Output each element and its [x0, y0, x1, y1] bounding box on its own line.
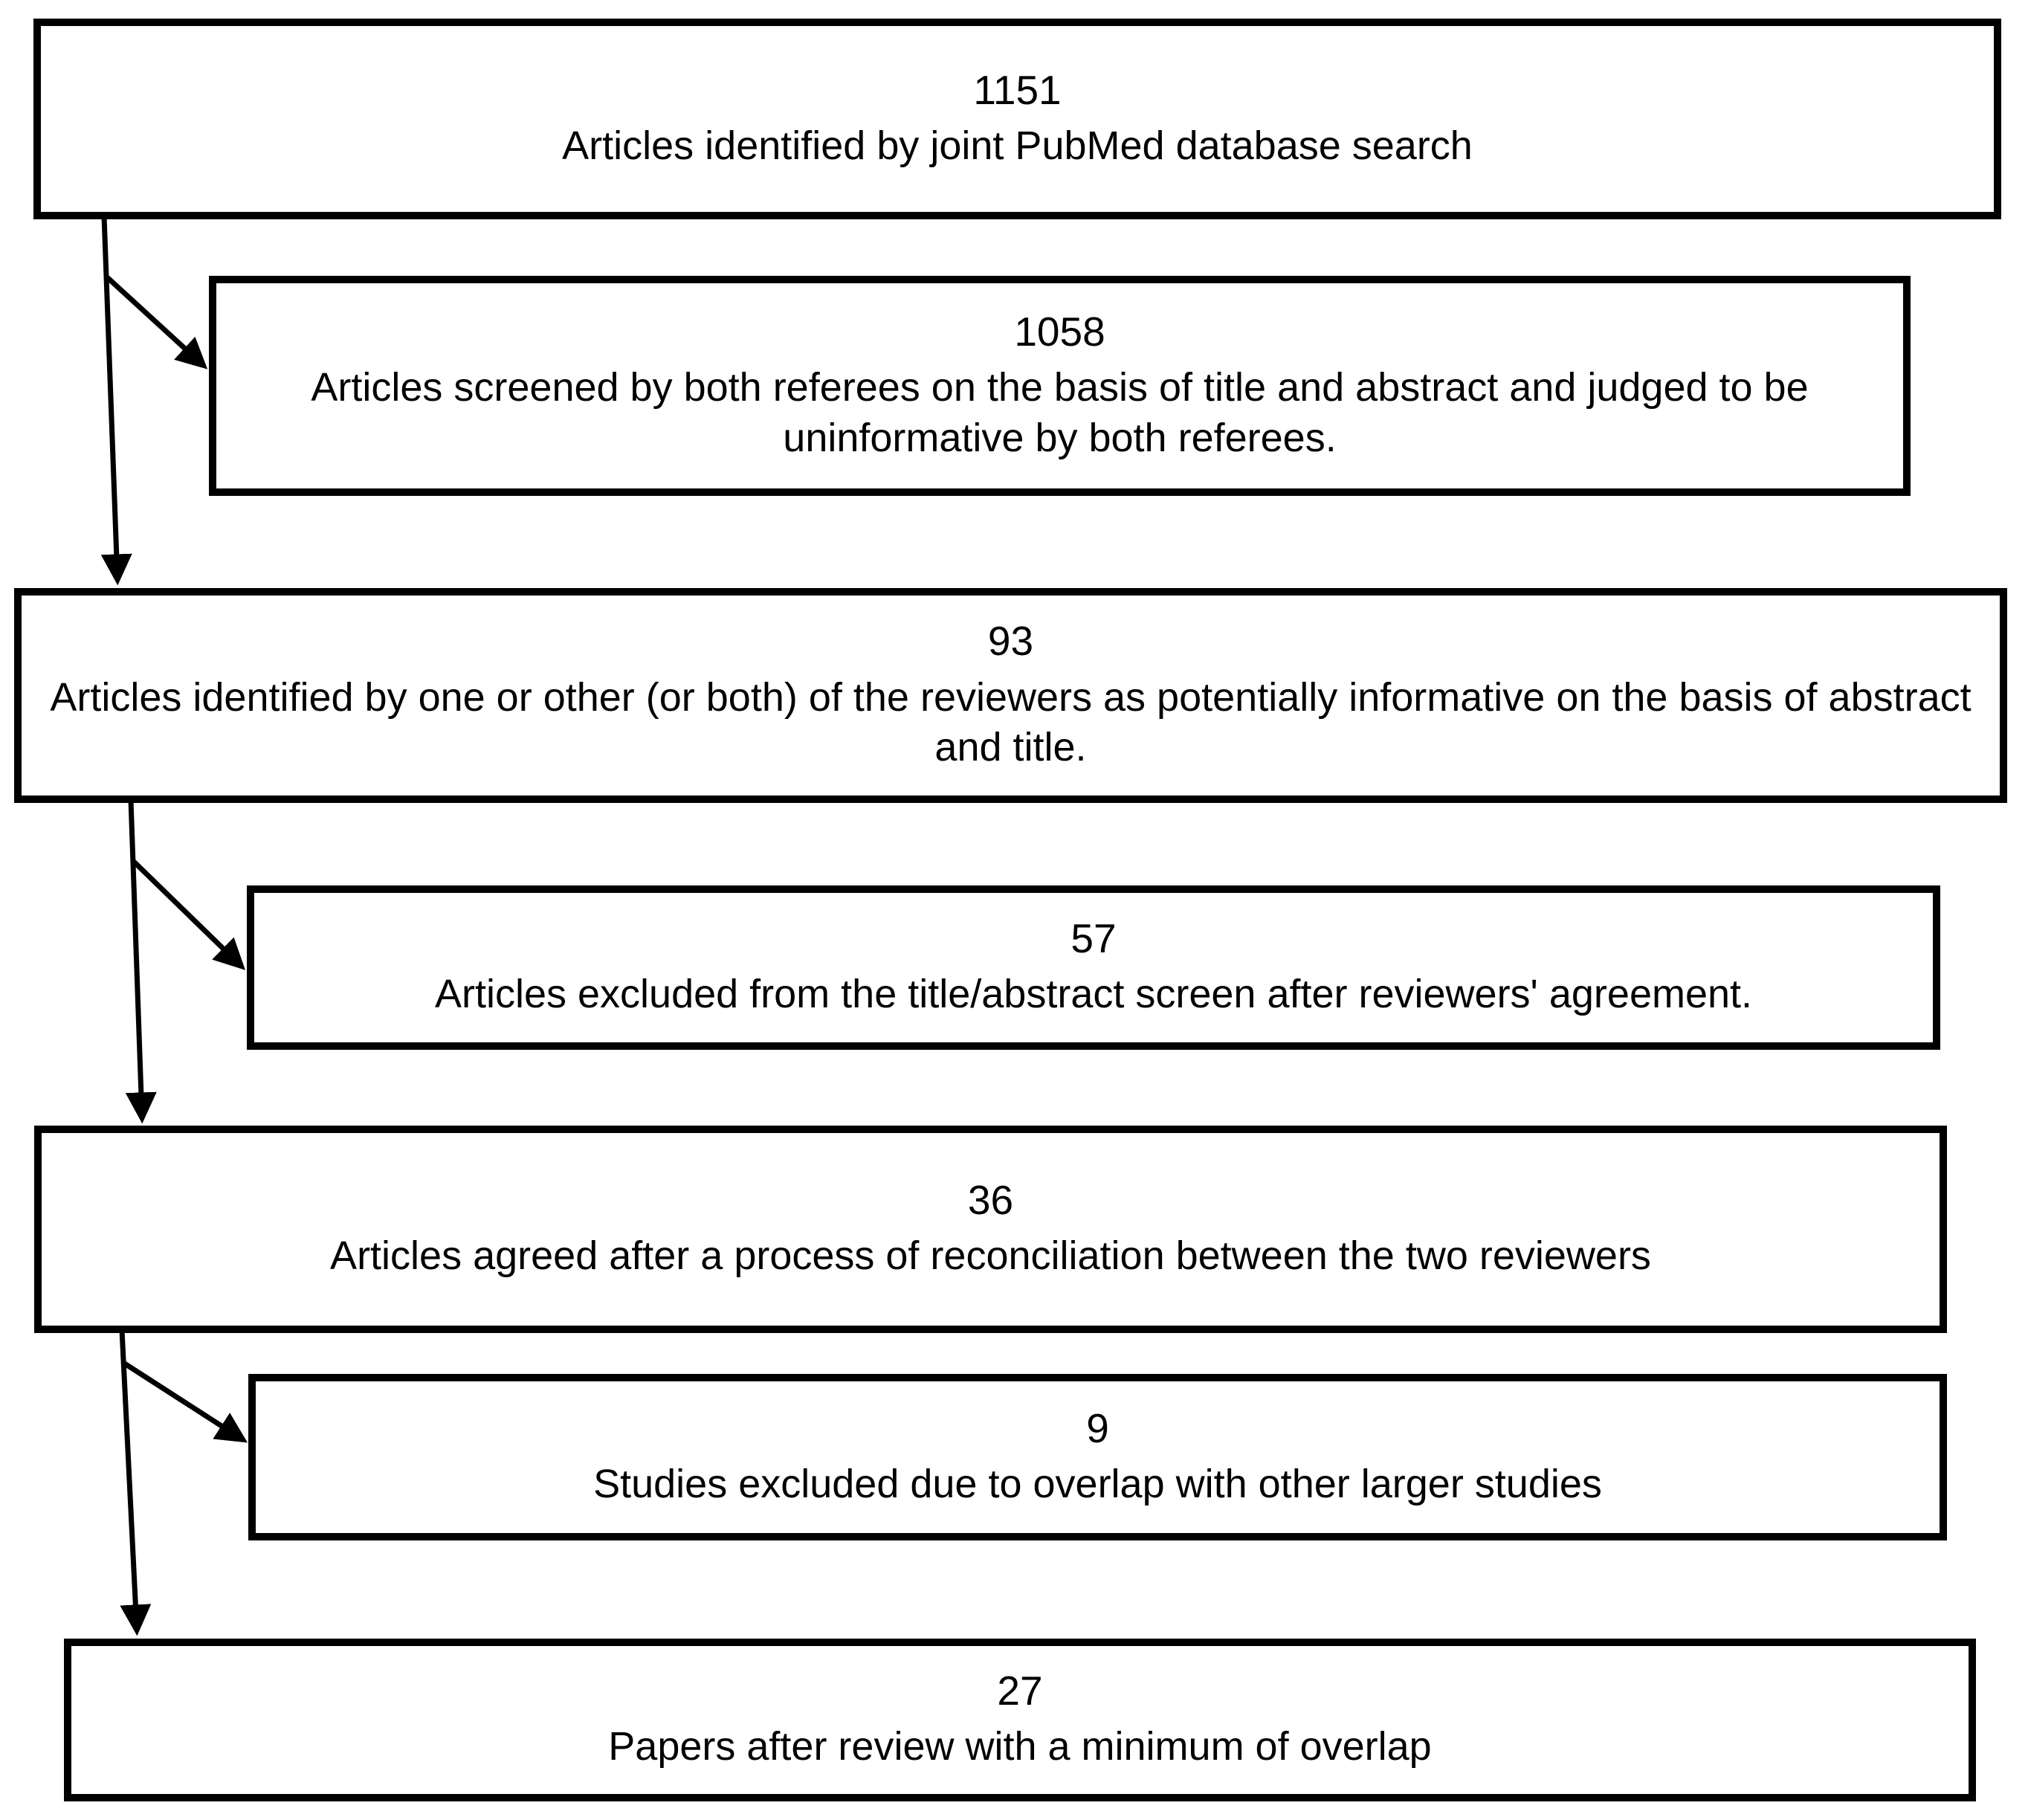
arrow-agreed-to-overlap-excluded	[122, 1361, 248, 1443]
flow-box-articles-excluded-title-abstract: 57 Articles excluded from the title/abst…	[247, 885, 1940, 1050]
arrow-informative-to-excluded	[131, 859, 246, 970]
arrow-agreed-to-final	[119, 1329, 152, 1636]
box-count: 36	[967, 1177, 1014, 1224]
box-count: 1151	[973, 66, 1062, 113]
box-count: 93	[987, 618, 1034, 665]
flow-box-studies-excluded-overlap: 9 Studies excluded due to overlap with o…	[248, 1374, 1947, 1540]
arrow-informative-to-agreed	[125, 799, 157, 1124]
flow-box-articles-screened-uninformative: 1058 Articles screened by both referees …	[209, 276, 1911, 496]
box-count: 9	[1086, 1404, 1109, 1451]
box-count: 1058	[1014, 308, 1105, 355]
arrow-identified-to-informative	[100, 216, 132, 586]
box-label: Articles screened by both referees on th…	[311, 365, 1809, 460]
box-label: Articles agreed after a process of recon…	[330, 1233, 1651, 1279]
box-label: Studies excluded due to overlap with oth…	[593, 1461, 1602, 1506]
flow-box-articles-identified: 1151 Articles identified by joint PubMed…	[33, 19, 2001, 219]
box-label: Articles identified by joint PubMed data…	[562, 123, 1473, 168]
box-label: Articles excluded from the title/abstrac…	[434, 972, 1753, 1017]
flow-box-articles-agreed-reconciliation: 36 Articles agreed after a process of re…	[34, 1126, 1947, 1333]
box-label: Articles identified by one or other (or …	[50, 674, 1972, 770]
flow-box-articles-potentially-informative: 93 Articles identified by one or other (…	[14, 588, 2007, 803]
flow-box-papers-after-review: 27 Papers after review with a minimum of…	[64, 1639, 1976, 1801]
box-label: Papers after review with a minimum of ov…	[608, 1724, 1432, 1769]
box-count: 27	[997, 1668, 1043, 1714]
arrow-identified-to-screened	[104, 274, 208, 370]
box-count: 57	[1070, 915, 1117, 962]
